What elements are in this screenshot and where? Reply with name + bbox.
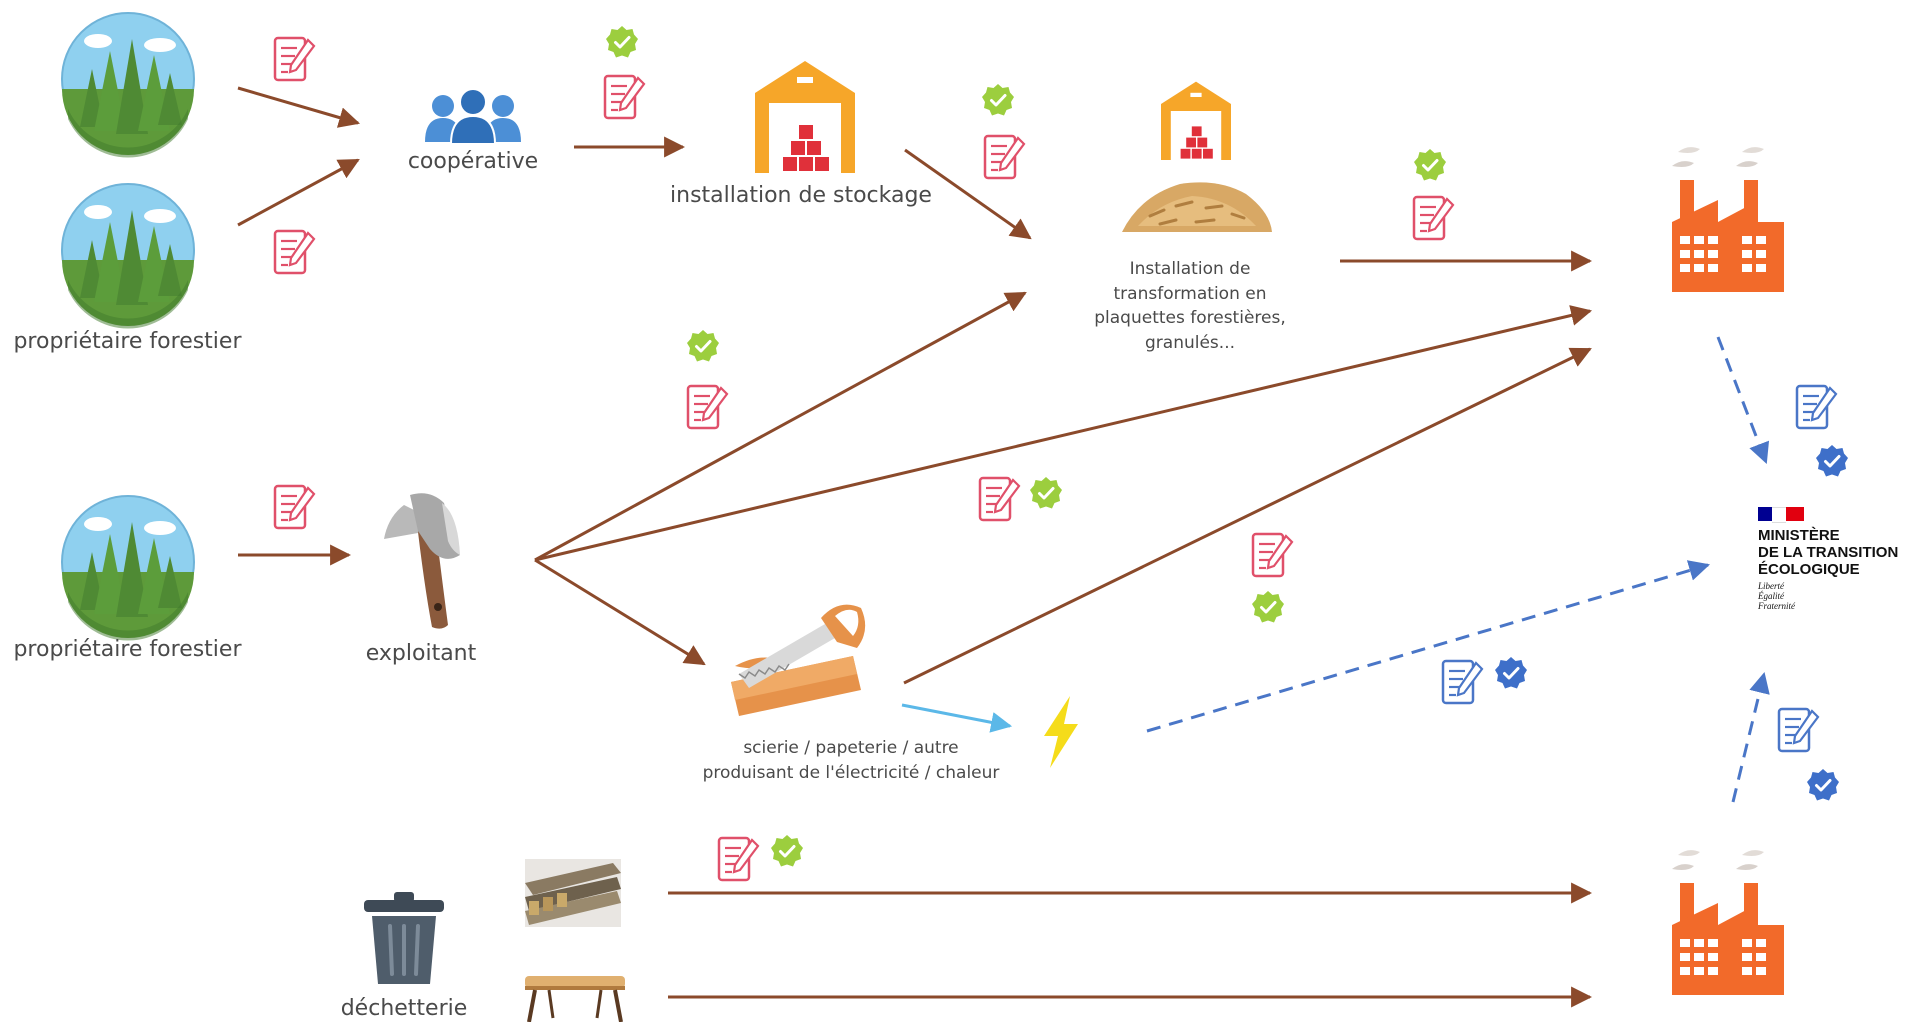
arrow-factory2-to-ministry (1731, 671, 1770, 803)
wood-beams-icon (525, 859, 621, 927)
warehouse-icon (755, 61, 855, 173)
arrow-electricity-to-ministry (1146, 560, 1711, 733)
french-flag (1758, 507, 1804, 523)
saw-icon (731, 604, 866, 716)
verified-badge-icon (1814, 443, 1850, 478)
document-icon (1251, 532, 1294, 578)
people-icon (425, 88, 521, 145)
ministry-motto: Liberté Égalité Fraternité (1758, 581, 1795, 611)
warehouse-icon (1161, 81, 1231, 160)
verified-badge-icon (1493, 655, 1529, 690)
document-icon (717, 836, 760, 882)
document-icon (983, 134, 1026, 180)
document-icon (1795, 384, 1838, 430)
arrow-sawmill-to-electricity (901, 703, 1013, 733)
check-icon (604, 24, 640, 59)
document-icon (603, 74, 646, 120)
sawmill-label-line: scierie / papeterie / autre (743, 738, 959, 758)
wood-chips-icon (1122, 182, 1272, 232)
transformation-label-line: granulés... (1145, 332, 1235, 353)
arrow-owner2-to-cooperative (237, 158, 360, 227)
transformation-label-line: transformation en (1113, 283, 1267, 304)
arrow-storage-to-processing (904, 148, 1032, 240)
arrow-exploitant-to-factory (534, 305, 1593, 562)
factory-icon (1672, 147, 1784, 292)
ministry-name: MINISTÈRE DE LA TRANSITION ÉCOLOGIQUE (1758, 527, 1899, 578)
storage-label: installation de stockage (670, 183, 932, 208)
check-icon (980, 82, 1016, 117)
document-icon (273, 484, 316, 530)
trash-bin-icon (364, 892, 444, 984)
exploitant-label: exploitant (365, 641, 477, 666)
document-icon (686, 384, 729, 430)
check-icon (685, 328, 721, 363)
arrow-exploitant-to-sawmill (534, 558, 706, 666)
document-icon (1777, 707, 1820, 753)
table-icon (525, 976, 625, 1022)
check-icon (1412, 147, 1448, 182)
processing-plant (1122, 81, 1272, 232)
forest-icon (61, 12, 195, 159)
check-icon (769, 833, 805, 868)
forest-owner-3 (61, 495, 195, 642)
document-icon (1412, 195, 1455, 241)
document-icon (978, 476, 1021, 522)
forest-owner-2 (61, 183, 195, 330)
flag-blue-stripe (1758, 507, 1772, 521)
owner-2-label: propriétaire forestier (13, 637, 242, 662)
transformation-label-line: plaquettes forestières, (1094, 308, 1286, 329)
sawmill-label: scierie / papeterie / autre produisant d… (681, 736, 1021, 785)
cooperative-label: coopérative (407, 149, 539, 174)
arrow-exploitant-to-processing (534, 291, 1027, 562)
check-icon (1250, 589, 1286, 624)
ministry-logo: MINISTÈRE DE LA TRANSITION ÉCOLOGIQUE Li… (1758, 507, 1898, 611)
transformation-label-line: Installation de (1129, 259, 1251, 279)
check-icon (1028, 475, 1064, 510)
owner-1-label: propriétaire forestier (13, 329, 242, 354)
forest-icon (61, 495, 195, 642)
flow-arrows (237, 86, 1770, 1008)
flag-red-stripe (1786, 507, 1804, 521)
document-icon (1441, 659, 1484, 705)
forest-owner-1 (61, 12, 195, 159)
arrow-sawmill-to-factory (903, 347, 1592, 685)
sawmill-label-line: produisant de l'électricité / chaleur (702, 762, 1000, 783)
document-icon (273, 229, 316, 275)
dechetterie-label: déchetterie (340, 996, 468, 1021)
factory-icon (1672, 850, 1784, 995)
arrow-owner1-to-cooperative (237, 86, 361, 128)
document-icon (273, 36, 316, 82)
forest-icon (61, 183, 195, 330)
flag-white-stripe (1772, 507, 1786, 523)
lightning-icon (1044, 696, 1078, 768)
transformation-label: Installation de transformation en plaque… (1060, 257, 1320, 356)
arrow-factory-to-ministry (1716, 336, 1770, 464)
verified-badge-icon (1805, 767, 1841, 802)
axe-icon (384, 493, 460, 629)
